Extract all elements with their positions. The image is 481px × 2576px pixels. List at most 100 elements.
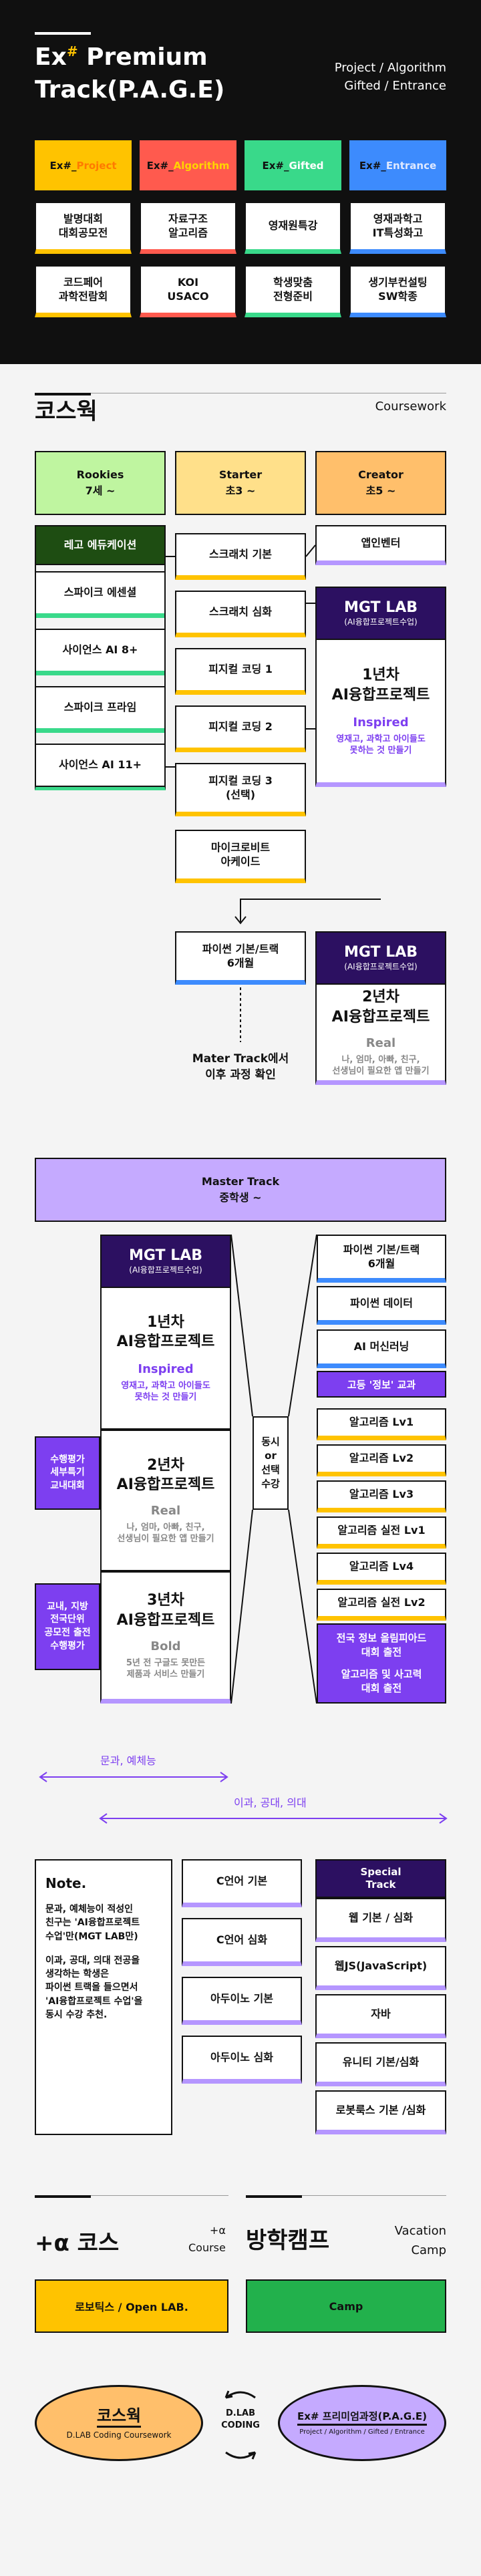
master-connectors <box>39 1234 448 1824</box>
track-item-entrance-1[interactable]: 영재과학고 IT특성화고 <box>349 202 446 254</box>
range-science: 이과, 공대, 의대 <box>234 1796 307 1809</box>
c-arduino-item-3[interactable]: 아두이노 기본 <box>182 1977 302 2025</box>
special-item-2[interactable]: 웹JS(JavaScript) <box>315 1946 446 1990</box>
algo-item-2[interactable]: 알고리즘 Lv2 <box>317 1444 446 1476</box>
company-text: 알고리즘 및 사고력 대회 출전 <box>341 1668 422 1694</box>
special-item-1[interactable]: 웹 기본 / 심화 <box>315 1898 446 1942</box>
column-name: Creator <box>358 468 404 481</box>
master-track-title: Master Track <box>201 1175 280 1188</box>
starter-item-3[interactable]: 피지컬 코딩 1 <box>175 648 306 695</box>
side-note-school: 수행평가 세부특기 교내대회 <box>35 1436 100 1510</box>
track-label-key: Entrance <box>385 159 437 172</box>
title-line2: Track(P.A.G.E) <box>35 75 225 104</box>
track-label-prefix: Ex#_ <box>49 159 77 172</box>
algo-item-5[interactable]: 알고리즘 Lv4 <box>317 1553 446 1585</box>
camp-title: 방학캠프 <box>246 2227 330 2254</box>
coursework-accent <box>35 393 91 395</box>
c-arduino-item-2[interactable]: C언어 심화 <box>182 1918 302 1966</box>
column-age: 초5 ~ <box>365 484 396 497</box>
alpha-item[interactable]: 로보틱스 / Open LAB. <box>35 2279 228 2333</box>
starter-item-6[interactable]: 마이크로비트 아케이드 <box>175 830 306 883</box>
footer-center-label: D.LAB CODING <box>221 2408 260 2431</box>
starter-item-4[interactable]: 피지컬 코딩 2 <box>175 705 306 752</box>
track-item-algorithm-1[interactable]: 자료구조 알고리즘 <box>140 202 236 254</box>
special-item-3[interactable]: 자바 <box>315 1994 446 2038</box>
alpha-accent <box>35 2195 91 2198</box>
starter-item-1[interactable]: 스크래치 기본 <box>175 533 306 580</box>
track-item-algorithm-2[interactable]: KOI USACO <box>140 265 236 317</box>
rookies-item-3[interactable]: 사이언스 AI 8+ <box>35 629 166 675</box>
mgt-lab-header-1[interactable]: MGT LAB(AI융합프로젝트수업) <box>315 587 446 640</box>
right-item-1[interactable]: 파이썬 기본/트랙 6개월 <box>317 1235 446 1283</box>
mgt-lab-header-master[interactable]: MGT LAB(AI융합프로젝트수업) <box>100 1235 231 1288</box>
right-item-3[interactable]: AI 머신러닝 <box>317 1329 446 1368</box>
track-label-gifted[interactable]: Ex#_Gifted <box>245 140 341 190</box>
camp-title-en: Vacation Camp <box>395 2222 446 2261</box>
column-header-creator: Creator 초5 ~ <box>315 451 446 515</box>
camp-item[interactable]: Camp <box>246 2279 446 2333</box>
footer-right-ellipse[interactable]: Ex# 프리미엄과정(P.A.G.E) Project / Algorithm … <box>278 2385 446 2461</box>
special-item-4[interactable]: 유니티 기본/심화 <box>315 2042 446 2086</box>
alpha-title-en: +α Course <box>188 2222 226 2256</box>
subtitle-line1: Project / Algorithm <box>334 61 446 75</box>
header-accent-line <box>35 32 91 35</box>
track-label-prefix: Ex#_ <box>262 159 289 172</box>
track-item-entrance-2[interactable]: 생기부컨설팅 SW학종 <box>349 265 446 317</box>
master-track-header: Master Track 중학생 ~ <box>35 1158 446 1222</box>
footer-left-ellipse[interactable]: 코스웍 D.LAB Coding Coursework <box>35 2385 203 2461</box>
camp-title-en-line1: Vacation <box>394 2224 446 2238</box>
python-basic-box[interactable]: 파이썬 기본/트랙 6개월 <box>175 931 306 985</box>
year2-tag: Real <box>150 1504 181 1518</box>
c-arduino-item-1[interactable]: C언어 기본 <box>182 1859 302 1907</box>
master-track-subtitle: 중학생 ~ <box>219 1191 262 1204</box>
coursework-title: 코스웍 <box>35 398 98 425</box>
coursework-connectors <box>166 544 381 1042</box>
track-label-algorithm[interactable]: Ex#_Algorithm <box>140 140 236 190</box>
range-humanities: 문과, 예체능 <box>100 1754 156 1767</box>
olympiad-text: 전국 정보 올림피아드 대회 출전 <box>336 1632 427 1658</box>
right-item-2[interactable]: 파이썬 데이터 <box>317 1286 446 1325</box>
note-title: Note. <box>45 1875 87 1891</box>
mgt-lab-subtitle: (AI융합프로젝트수업) <box>344 962 418 971</box>
side-note-contest: 교내, 지방 전국단위 공모전 출전 수행평가 <box>35 1583 100 1670</box>
year1-desc: 영재고, 과학고 아이들도 못하는 것 만들기 <box>336 734 426 756</box>
rookies-item-4[interactable]: 스파이크 프라임 <box>35 686 166 733</box>
algo-item-4[interactable]: 알고리즘 실전 Lv1 <box>317 1516 446 1549</box>
mgt-lab-subtitle: (AI융합프로젝트수업) <box>344 617 418 627</box>
starter-item-2[interactable]: 스크래치 심화 <box>175 591 306 637</box>
master-track-note: Mater Track에서 이후 과정 확인 <box>192 1052 289 1082</box>
c-arduino-item-4[interactable]: 아두이노 심화 <box>182 2036 302 2084</box>
special-item-5[interactable]: 로봇룩스 기본 /심화 <box>315 2090 446 2134</box>
creator-item-appinventor[interactable]: 앱인벤터 <box>315 525 446 565</box>
track-item-gifted-1[interactable]: 영재원특강 <box>245 202 341 254</box>
algo-item-3[interactable]: 알고리즘 Lv3 <box>317 1480 446 1512</box>
track-label-key: Algorithm <box>173 159 230 172</box>
camp-accent <box>246 2195 302 2198</box>
track-label-project[interactable]: Ex#_Project <box>35 140 132 190</box>
mgt-lab-header-2[interactable]: MGT LAB(AI융합프로젝트수업) <box>315 931 446 985</box>
algo-item-1[interactable]: 알고리즘 Lv1 <box>317 1408 446 1440</box>
track-item-gifted-2[interactable]: 학생맞춤 전형준비 <box>245 265 341 317</box>
note-box: Note.문과, 예체능이 적성인 친구는 'AI융합프로젝트 수업'만(MGT… <box>35 1859 172 2135</box>
choice-box: 동시 or 선택 수강 <box>253 1416 289 1510</box>
track-label-key: Project <box>76 159 117 172</box>
track-label-entrance[interactable]: Ex#_Entrance <box>349 140 446 190</box>
mgt-lab-title: MGT LAB <box>343 599 418 616</box>
algo-item-6[interactable]: 알고리즘 실전 Lv2 <box>317 1589 446 1621</box>
track-item-project-2[interactable]: 코드페어 과학전람회 <box>35 265 132 317</box>
starter-item-5[interactable]: 피지컬 코딩 3 (선택) <box>175 763 306 816</box>
alpha-divider <box>35 2195 228 2196</box>
footer-left-sub: D.LAB Coding Coursework <box>66 2430 172 2440</box>
track-item-project-1[interactable]: 발명대회 대회공모전 <box>35 202 132 254</box>
track-label-key: Gifted <box>289 159 324 172</box>
mgt-lab-subtitle: (AI융합프로젝트수업) <box>129 1265 202 1275</box>
rookies-item-5[interactable]: 사이언스 AI 11+ <box>35 744 166 790</box>
